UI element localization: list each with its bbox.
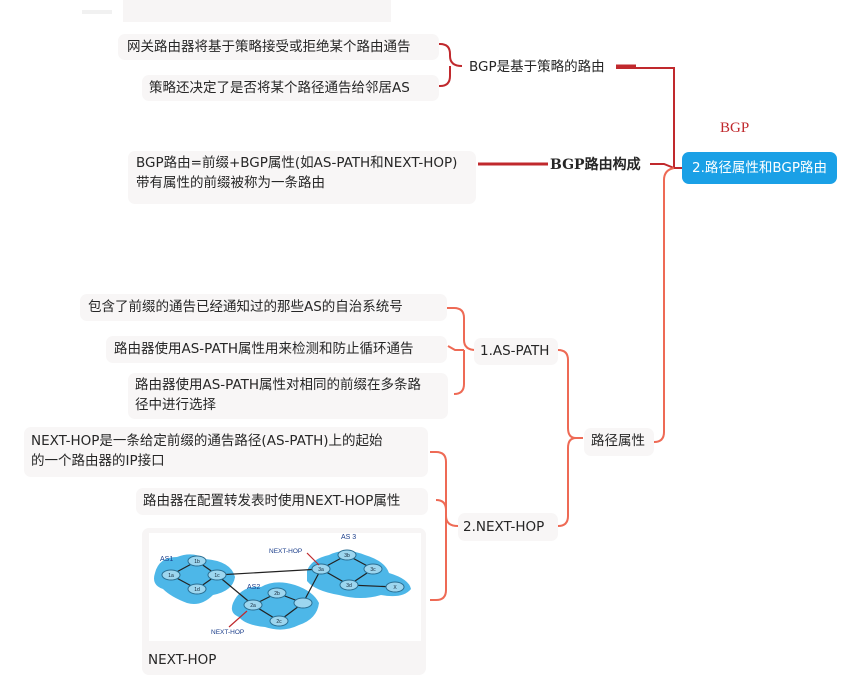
- next-hop-network-figure: AS1 AS2 AS 3 NEXT-HOP NEXT-HOP 1a 1b 1c …: [149, 533, 421, 641]
- router-label-2b: 2b: [274, 591, 280, 597]
- root-to-policy: [616, 67, 675, 168]
- aspath-child-3[interactable]: 路由器使用AS-PATH属性对相同的前缀在多条路 径中进行选择: [128, 373, 448, 419]
- as2-blob: [231, 582, 319, 630]
- router-label-3a: 3a: [318, 567, 324, 573]
- pathattr-to-nexthop: [557, 437, 577, 527]
- aspath-child-3-line1: 路由器使用AS-PATH属性对相同的前缀在多条路: [135, 377, 422, 393]
- router-label-2c: 2c: [276, 619, 282, 625]
- router-1a: [161, 569, 181, 581]
- aspath-node[interactable]: 1.AS-PATH: [474, 338, 558, 365]
- clipped-node-top: [123, 0, 391, 22]
- router-1c: [207, 569, 227, 581]
- nexthop-child-2[interactable]: 路由器在配置转发表时使用NEXT-HOP属性: [136, 488, 428, 515]
- link-1c-2a: [216, 574, 254, 606]
- router-2d: [293, 597, 313, 609]
- router-label-3c: 3c: [370, 567, 376, 573]
- root-node[interactable]: 2.路径属性和BGP路由: [682, 152, 837, 184]
- router-label-1c: 1c: [214, 573, 220, 579]
- nexthop-node[interactable]: 2.NEXT-HOP: [458, 513, 558, 541]
- nexthop-arrow-top: [306, 552, 320, 566]
- link-2d-3a: [302, 568, 322, 604]
- nexthop-label-bottom: NEXT-HOP: [211, 629, 244, 636]
- aspath-child-2[interactable]: 路由器使用AS-PATH属性用来检测和防止循环通告: [106, 336, 447, 363]
- bgp-annotation: BGP: [720, 120, 750, 136]
- router-label-3b: 3b: [344, 553, 350, 559]
- root-to-pathattr: [653, 167, 675, 443]
- as3-label: AS 3: [341, 534, 356, 541]
- nexthop-arrow-bottom: [228, 610, 248, 628]
- root-to-composition: [650, 163, 675, 169]
- image-caption: NEXT-HOP: [148, 652, 217, 668]
- router-3d: [339, 579, 359, 591]
- router-label-x: X: [393, 585, 397, 591]
- router-x: [385, 581, 405, 593]
- as1-blob: [154, 554, 235, 604]
- composition-child-line2: 带有属性的前缀被称为一条路由: [136, 175, 325, 191]
- link-1c-3a: [216, 568, 322, 576]
- pathattr-to-aspath: [557, 349, 583, 439]
- router-label-3d: 3d: [346, 583, 352, 589]
- router-2b: [267, 587, 287, 599]
- router-label-1b: 1b: [194, 559, 200, 565]
- composition-child[interactable]: BGP路由=前缀+BGP属性(如AS-PATH和NEXT-HOP) 带有属性的前…: [128, 151, 476, 204]
- policy-child-2[interactable]: 策略还决定了是否将某个路径通告给邻居AS: [142, 75, 439, 101]
- aspath-child-3-line2: 径中进行选择: [135, 397, 216, 413]
- nexthop-bracket: [430, 451, 459, 601]
- router-2a: [243, 599, 263, 611]
- nexthop-child-1-line2: 的一个路由器的IP接口: [31, 453, 165, 469]
- router-3a: [311, 563, 331, 575]
- as1-label: AS1: [160, 556, 173, 563]
- aspath-bracket: [447, 307, 477, 395]
- router-3c: [363, 563, 383, 575]
- router-2c: [269, 615, 289, 627]
- policy-node[interactable]: BGP是基于策略的路由: [469, 59, 605, 75]
- nexthop-label-top: NEXT-HOP: [269, 548, 302, 555]
- router-1b: [187, 555, 207, 567]
- router-1d: [187, 583, 207, 595]
- router-label-1a: 1a: [168, 573, 174, 579]
- pathattr-node[interactable]: 路径属性: [584, 428, 654, 456]
- router-label-2a: 2a: [250, 603, 256, 609]
- as2-label: AS2: [247, 584, 260, 591]
- router-label-1d: 1d: [194, 587, 200, 593]
- scroll-remnant: [82, 10, 112, 14]
- aspath-child-1[interactable]: 包含了前缀的通告已经通知过的那些AS的自治系统号: [80, 294, 447, 321]
- composition-child-line1: BGP路由=前缀+BGP属性(如AS-PATH和NEXT-HOP): [136, 155, 458, 171]
- nexthop-child-1[interactable]: NEXT-HOP是一条给定前缀的通告路径(AS-PATH)上的起始 的一个路由器…: [24, 427, 428, 477]
- router-3b: [337, 549, 357, 561]
- policy-bracket: [437, 43, 463, 87]
- composition-node[interactable]: BGP路由构成: [550, 157, 641, 173]
- policy-child-1[interactable]: 网关路由器将基于策略接受或拒绝某个路由通告: [118, 34, 439, 60]
- nexthop-child-1-line1: NEXT-HOP是一条给定前缀的通告路径(AS-PATH)上的起始: [31, 433, 383, 449]
